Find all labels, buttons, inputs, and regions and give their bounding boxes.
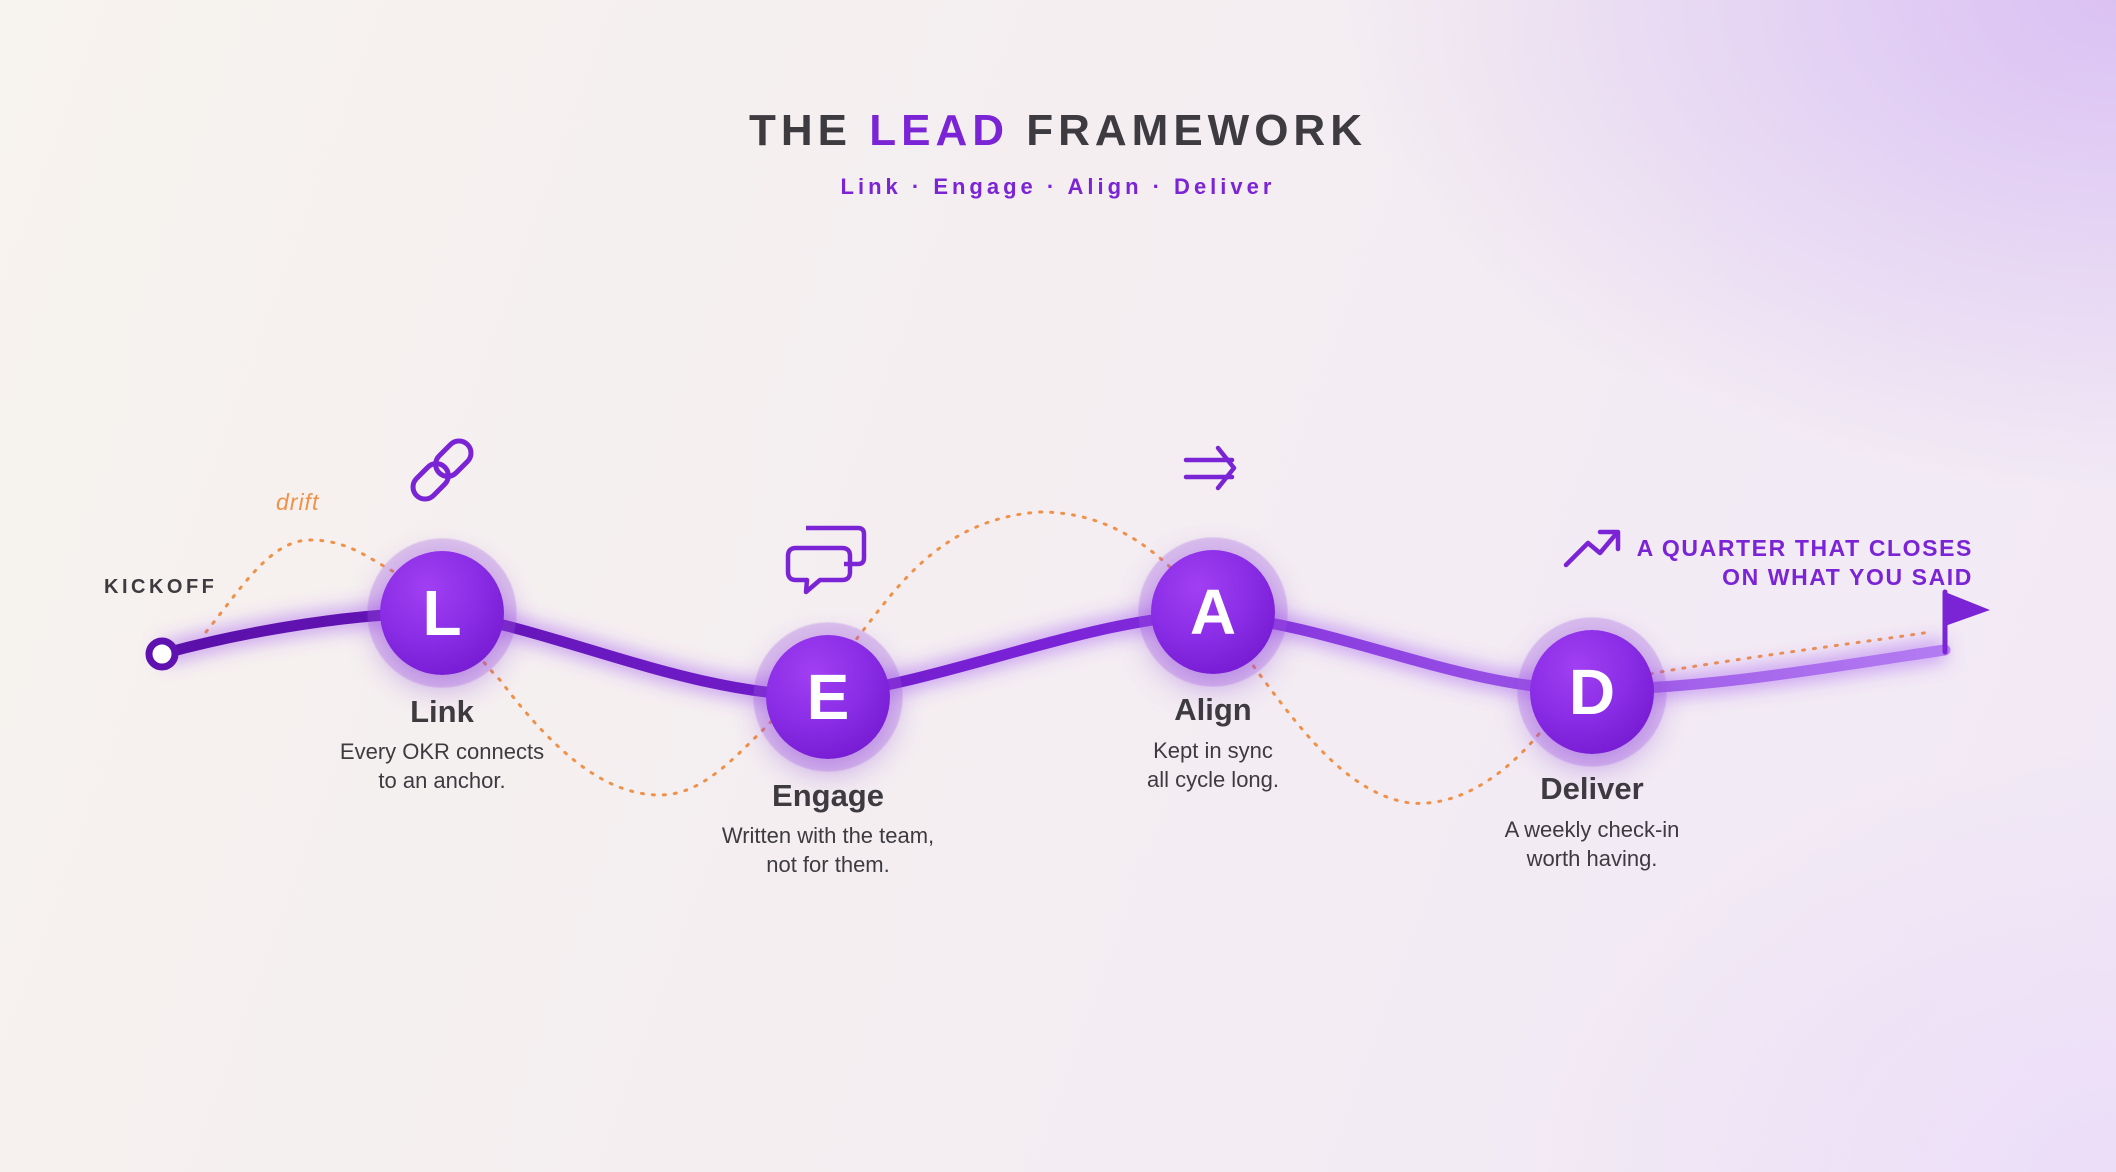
link-icon: [410, 438, 474, 502]
step-node-link: L: [380, 551, 504, 675]
title-accent: LEAD: [869, 106, 1010, 155]
step-title-align: Align: [1174, 692, 1252, 727]
step-title-link: Link: [410, 694, 474, 729]
goal-label: A QUARTER THAT CLOSES ON WHAT YOU SAID: [1636, 535, 1973, 590]
step-title-engage: Engage: [772, 778, 884, 813]
step-desc-engage: Written with the team,not for them.: [721, 823, 935, 877]
start-label: KICKOFF: [104, 576, 218, 598]
step-node-engage: E: [766, 635, 890, 759]
trending-up-icon: [1563, 529, 1621, 568]
parallel-arrows-icon: [1183, 445, 1237, 491]
page-title: THE LEAD FRAMEWORK: [749, 106, 1367, 155]
step-title-deliver: Deliver: [1540, 771, 1644, 806]
start-marker: [145, 637, 179, 671]
drift-label: drift: [276, 489, 320, 515]
step-node-align: A: [1151, 550, 1275, 674]
page-subtitle: Link · Engage · Align · Deliver: [840, 174, 1276, 199]
chat-bubbles-icon: [785, 525, 867, 595]
step-node-deliver: D: [1530, 630, 1654, 754]
finish-flag-icon: [1942, 589, 1990, 655]
